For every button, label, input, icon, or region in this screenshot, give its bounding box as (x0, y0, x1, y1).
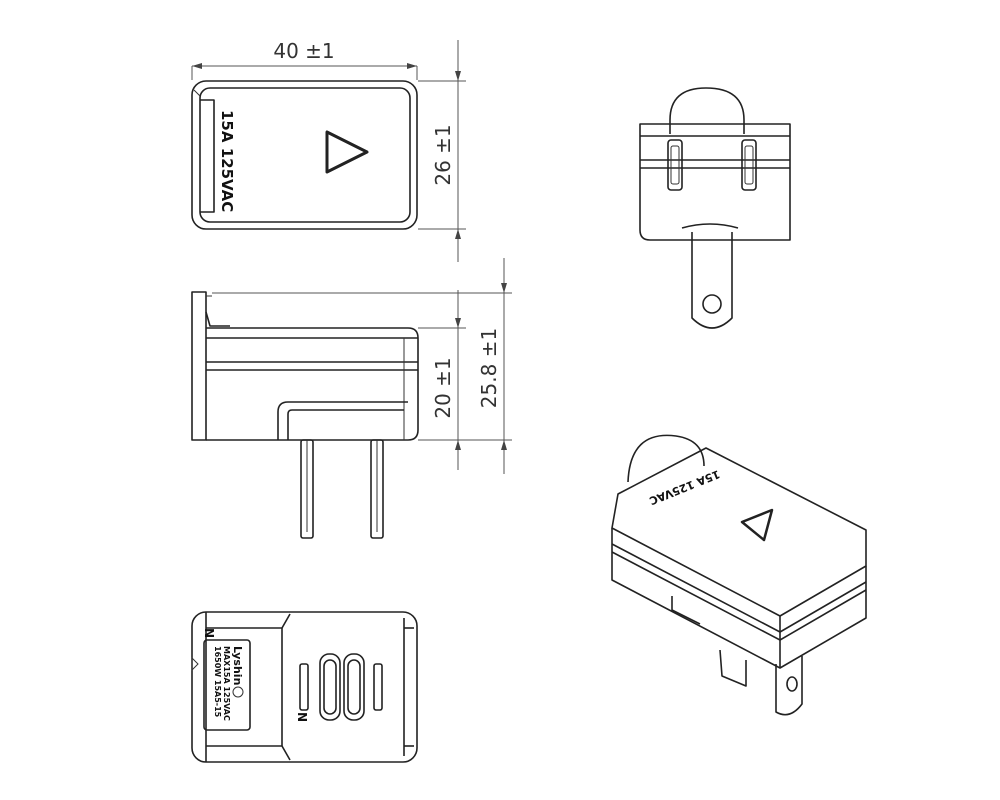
isometric-view: 15A 125VAC (611, 434, 867, 716)
end-view (639, 87, 791, 329)
label-plate (203, 639, 251, 731)
bottom-view: Lyshin MAX15A 125VAC 1650W 15A5-15 N N (191, 611, 418, 763)
polarity-mark-slot: N (295, 712, 309, 722)
certification-mark-icon (232, 686, 244, 698)
polarity-mark-flange: N (202, 628, 216, 638)
label-line-2: 1650W 15A5-15 (213, 646, 222, 718)
rating-marking: 15A 125VAC (218, 110, 236, 212)
total-height-dimension: 25.8 ±1 (477, 328, 501, 408)
label-brand: Lyshin (231, 646, 244, 685)
width-dimension: 40 ±1 (273, 39, 334, 63)
front-height-dimension: 26 ±1 (431, 124, 455, 185)
label-line-1: MAX15A 125VAC (222, 646, 231, 721)
body-height-dimension: 20 ±1 (431, 357, 455, 418)
triangle-arrow-icon (325, 130, 369, 174)
triangle-arrow-icon-iso (740, 508, 774, 542)
front-view: 15A 125VAC (191, 80, 418, 230)
front-view-dimensions: 40 ±1 26 ±1 (191, 39, 466, 262)
side-view (191, 291, 419, 539)
side-view-dimensions: 20 ±1 25.8 ±1 (212, 258, 512, 474)
